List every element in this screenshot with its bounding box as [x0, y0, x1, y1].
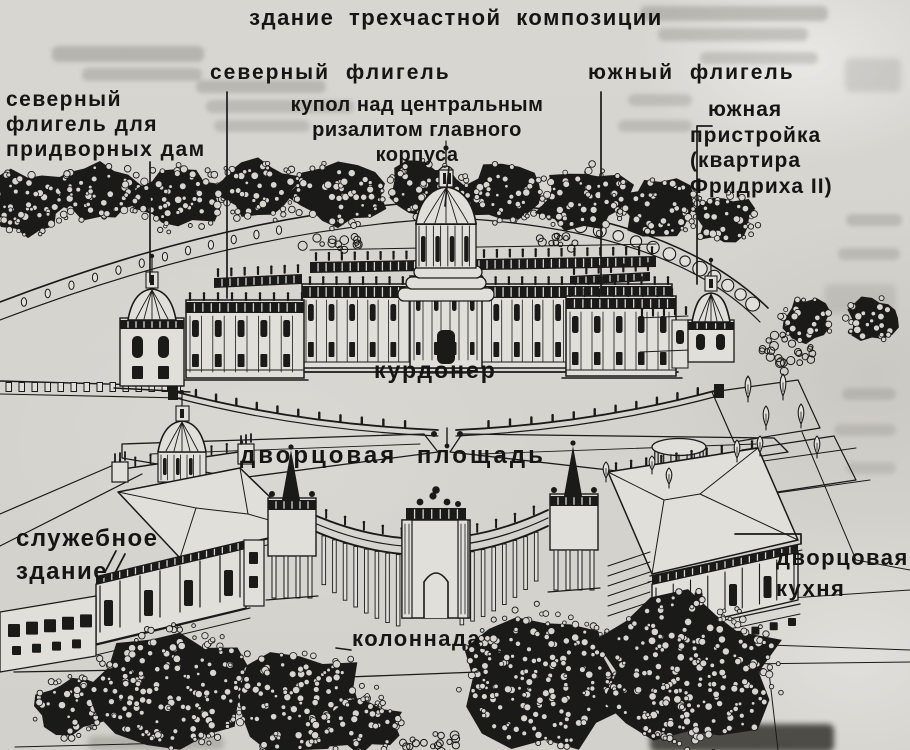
- bleed-smudge: [842, 388, 896, 400]
- label-dome-over-central-risalit: купол над центральным ризалитом главного…: [290, 94, 544, 167]
- label-south-annex-frederick-apartment: южная пристройка (квартира Фридриха II): [690, 98, 833, 198]
- label-palace-square: дворцовая площадь: [240, 442, 546, 469]
- bleed-smudge: [700, 52, 818, 64]
- label-tripartite-building: здание трехчастной композиции: [249, 5, 663, 30]
- label-north-wing: северный флигель: [210, 61, 451, 84]
- bleed-smudge: [834, 424, 896, 436]
- label-service-building: служебное здание: [16, 525, 159, 586]
- bleed-smudge: [628, 94, 692, 106]
- bleed-smudge: [196, 80, 326, 93]
- bleed-smudge: [52, 46, 204, 62]
- label-colonnade: колоннада: [352, 626, 482, 651]
- label-south-wing: южный флигель: [588, 61, 795, 84]
- bleed-smudge: [846, 214, 902, 226]
- bleed-smudge: [618, 120, 692, 132]
- bleed-smudge: [82, 68, 202, 81]
- bleed-smudge: [846, 462, 896, 474]
- label-cour-honneur: курдонер: [374, 357, 497, 383]
- bleed-smudge: [206, 100, 354, 113]
- bleed-smudge: [845, 58, 901, 92]
- bleed-smudge: [838, 248, 900, 260]
- bleed-smudge: [214, 120, 310, 132]
- label-palace-kitchen: дворцовая кухня: [776, 545, 909, 602]
- bleed-smudge: [640, 6, 828, 21]
- label-north-wing-for-court-ladies: северный флигель для придворных дам: [6, 88, 206, 161]
- bleed-smudge: [658, 28, 808, 41]
